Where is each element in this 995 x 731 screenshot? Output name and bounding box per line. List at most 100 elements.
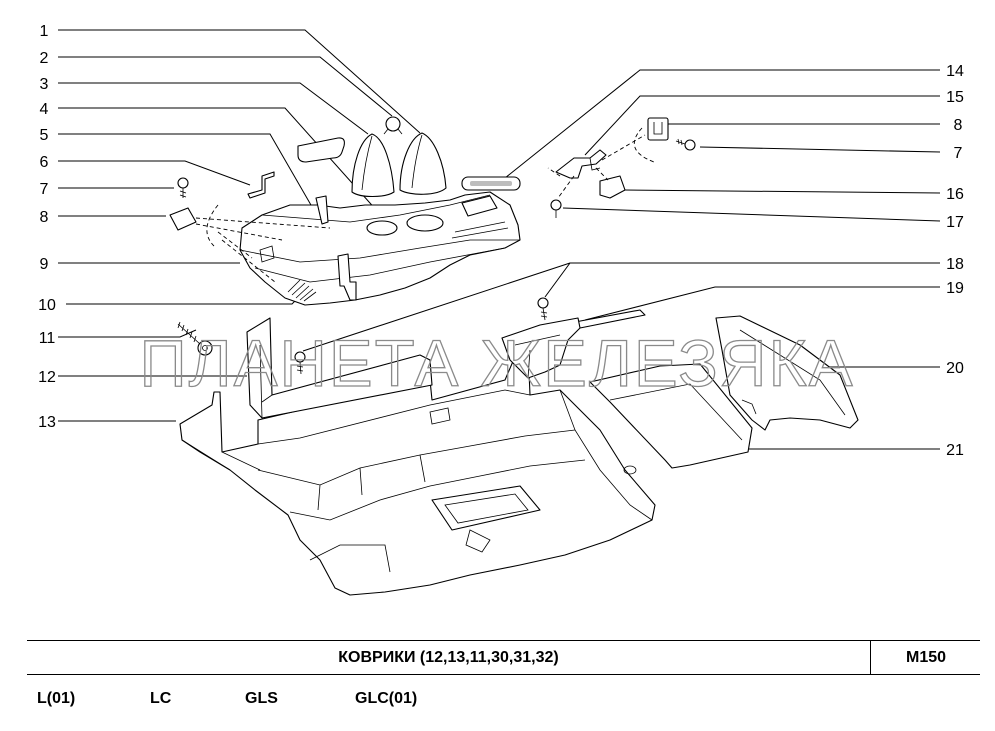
console-switch-panel (461, 195, 498, 217)
carpet-firewall-fold (257, 389, 531, 445)
console-front-edge (239, 239, 520, 263)
screw-7-left-head (177, 177, 189, 189)
watermark-text: ПЛАНЕТА ЖЕЛЕЗЯКА (140, 326, 855, 400)
front-floor-mat-edge (609, 383, 743, 441)
callout-labels-left: 1 2 3 4 5 6 7 8 9 10 11 12 13 (38, 23, 56, 431)
screw-18-right-head (537, 297, 549, 309)
washer-11 (197, 340, 213, 356)
carpet-plug (623, 465, 637, 475)
section-title: КОВРИКИ (12,13,11,30,31,32) (338, 649, 559, 666)
gear-boot-left (351, 133, 395, 198)
ring-clip (385, 116, 401, 132)
callout-14: 14 (946, 63, 964, 80)
carpet-wheel-arch (309, 544, 391, 573)
screw-7-right-shank (675, 138, 686, 146)
center-console (239, 191, 521, 306)
screw-7-right-head (684, 139, 696, 151)
callout-8-right: 8 (954, 117, 963, 134)
console-front-bracket (337, 253, 357, 301)
parts-diagram: ПЛАНЕТА ЖЕЛЕЗЯКА 1 2 3 4 5 6 7 8 9 10 11… (38, 23, 964, 596)
section-code: M150 (870, 641, 981, 674)
callout-13: 13 (38, 414, 56, 431)
carpet-tunnel-side (317, 454, 426, 511)
callout-21: 21 (946, 442, 964, 459)
leader-line-4 (58, 107, 379, 213)
leader-line-18b (302, 262, 571, 352)
callout-7-right: 7 (954, 145, 963, 162)
floor-carpet-outline (179, 344, 656, 596)
shift-opening (366, 220, 398, 236)
console-mount-tab (259, 245, 275, 263)
variant-glc01: GLC(01) (355, 690, 418, 707)
variant-l01: L(01) (37, 690, 76, 707)
console-top-bracket (315, 195, 329, 225)
callout-4: 4 (40, 101, 49, 118)
clip-8-left (169, 207, 197, 231)
leader-line-19 (584, 286, 940, 321)
washer-11-hole (202, 345, 208, 351)
cup-holder-front (406, 214, 444, 232)
rear-floor-mat-edge (739, 329, 846, 416)
leader-line-7-right (699, 146, 941, 153)
assembly-arc-left (206, 204, 219, 247)
leader-line-15 (584, 95, 940, 156)
gear-boot-right-fold (411, 134, 423, 189)
carpet-tunnel-base (289, 459, 586, 521)
carpet-hole-2 (465, 529, 491, 553)
callout-11: 11 (39, 330, 56, 347)
console-vent-grid (287, 279, 317, 302)
assembly-path-right-4 (547, 167, 561, 177)
bracket-6 (247, 171, 275, 199)
sill-bracket-fold (514, 334, 561, 379)
callout-2: 2 (40, 50, 49, 67)
gear-boot-right (399, 132, 447, 195)
screw-18-right-shank (540, 307, 548, 321)
callout-3: 3 (40, 76, 49, 93)
side-panel-mat (246, 317, 433, 419)
rear-floor-mat-notch (741, 399, 757, 415)
leader-line-16 (623, 189, 941, 194)
bracket-15 (555, 149, 607, 179)
variant-lc: LC (150, 690, 172, 707)
carpet-front-seam (181, 439, 261, 471)
callout-7: 7 (40, 181, 49, 198)
front-floor-mat (589, 363, 753, 469)
carpet-console-base-inner (444, 493, 529, 524)
console-trim-strip-inner (470, 181, 512, 186)
assembly-path-right-2 (557, 175, 575, 199)
console-pad (297, 137, 345, 163)
callout-19: 19 (946, 280, 964, 297)
callout-15: 15 (946, 89, 964, 106)
callout-9: 9 (40, 256, 49, 273)
screw-11-thread (177, 321, 201, 345)
callout-labels-right: 14 15 8 7 16 17 18 19 20 21 (946, 63, 964, 459)
bracket-15-tab (589, 157, 601, 171)
leader-line-2 (58, 56, 393, 117)
assembly-path-right-3 (595, 167, 609, 181)
assembly-path-left-3 (217, 231, 253, 259)
callout-16: 16 (946, 186, 964, 203)
callout-10: 10 (38, 297, 56, 314)
side-panel-mat-fold (259, 344, 273, 419)
leader-line-3 (58, 82, 369, 135)
clip-8-right-slot (653, 122, 663, 135)
screw-18-left-shank (296, 361, 304, 375)
carpet-hole (429, 407, 451, 425)
console-lower-edge (254, 247, 506, 283)
callout-17: 17 (946, 214, 964, 231)
assembly-path-right-1 (601, 134, 646, 161)
rear-floor-mat (715, 315, 859, 431)
gear-boot-left-fold (361, 135, 373, 191)
callout-6: 6 (40, 154, 49, 171)
footer-title-row: КОВРИКИ (12,13,11,30,31,32) M150 (27, 640, 980, 675)
callout-12: 12 (38, 369, 56, 386)
console-rib (451, 221, 509, 239)
console-top-edge (261, 194, 491, 223)
sill-bracket (501, 317, 581, 379)
callout-1: 1 (40, 23, 49, 40)
floor-carpet (179, 344, 656, 596)
carpet-right-seam (559, 389, 653, 521)
leader-line-18a (544, 262, 940, 298)
leader-line-5 (58, 133, 331, 239)
carpet-console-base (431, 485, 541, 531)
